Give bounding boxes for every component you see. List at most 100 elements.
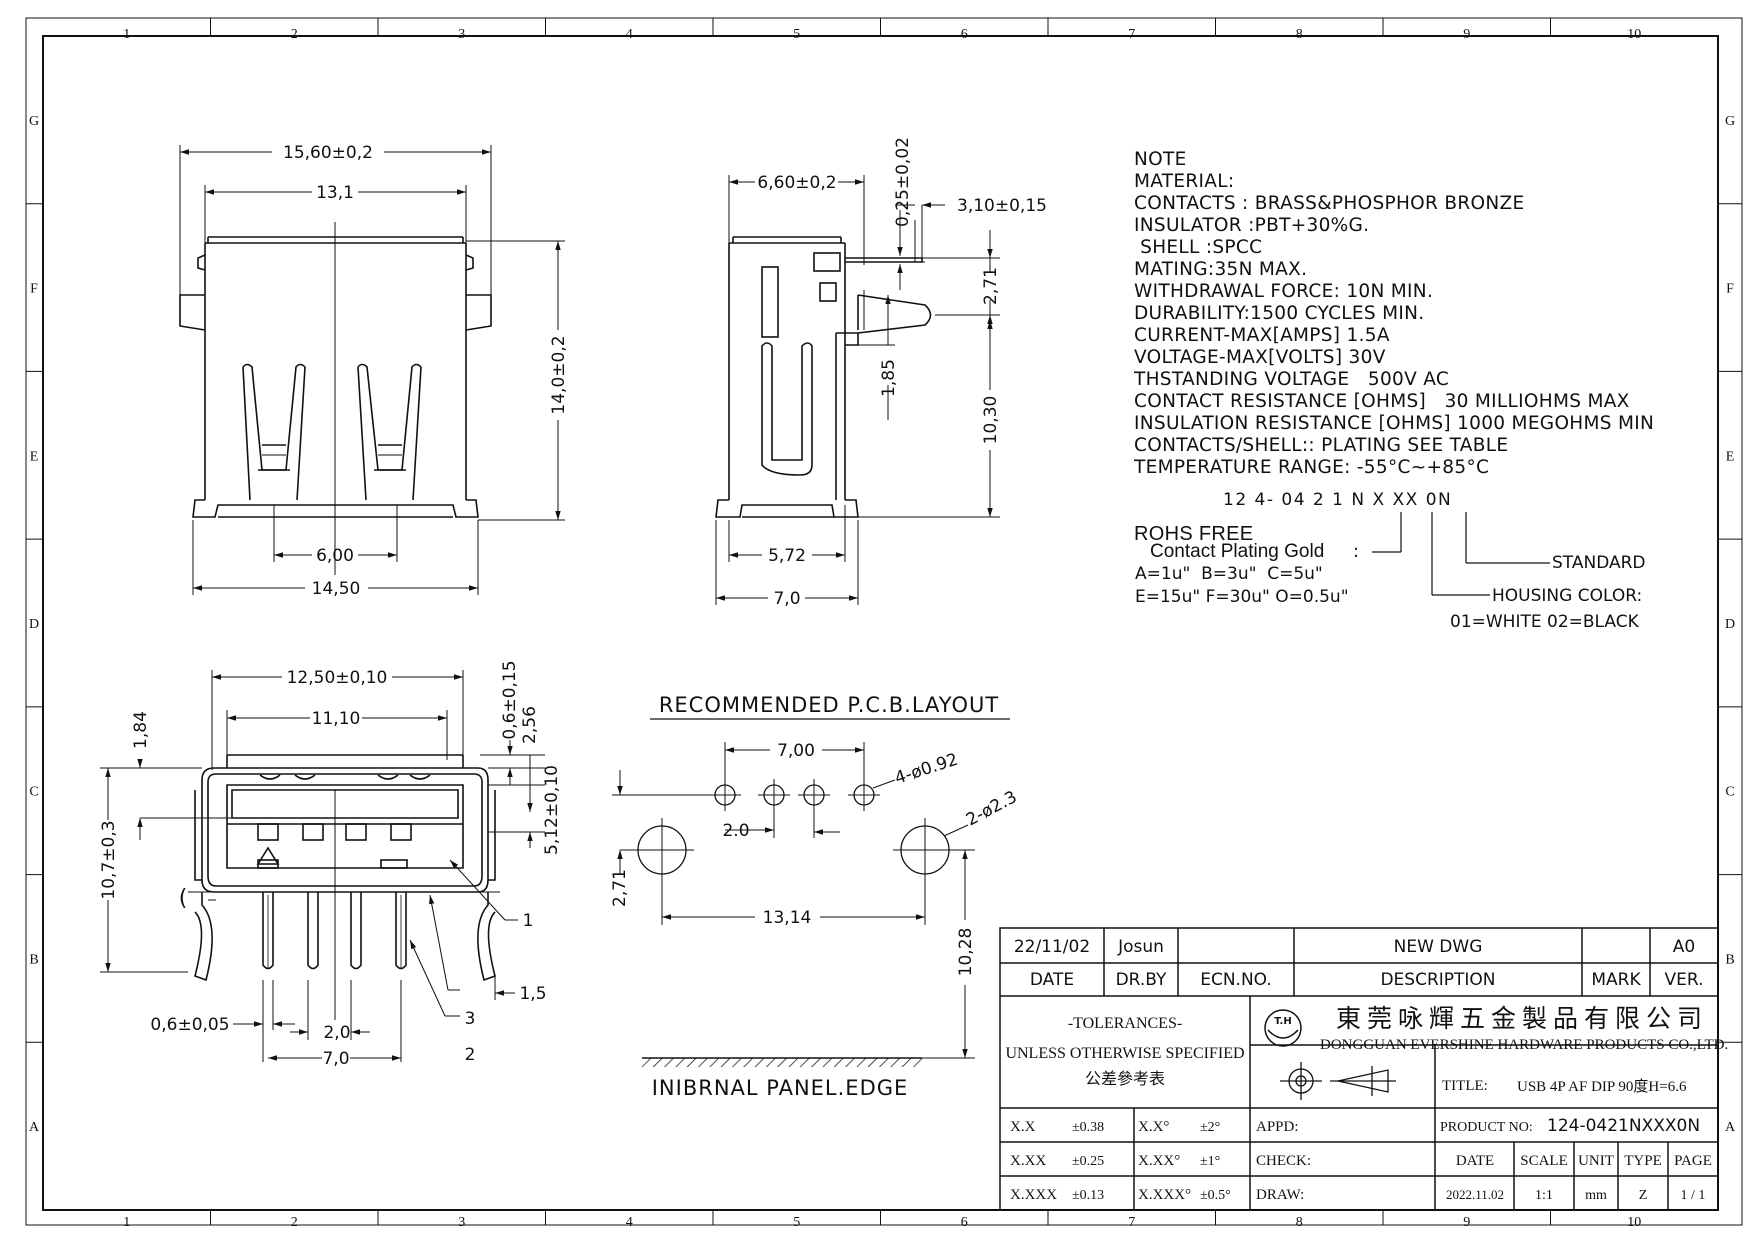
header-version: VER. [1665, 970, 1704, 990]
end-view-dims [100, 670, 545, 1062]
pcb-layout-dims [612, 742, 975, 1059]
dim-end-tongue-height: 5,12±0,10 [542, 765, 562, 855]
callout-2: 2 [465, 1045, 476, 1065]
dim-side-foot-inner: 5,72 [768, 546, 806, 566]
company-logo-text: T.H [1274, 1016, 1291, 1027]
zone-row-label: A [1725, 1120, 1736, 1135]
dim-front-contact-spacing: 6,00 [316, 546, 354, 566]
zone-column-label: 3 [458, 27, 465, 42]
dim-end-width-outer: 12,50±0,10 [287, 668, 388, 688]
company-name-chinese: 東莞咏輝五金製品有限公司 [1336, 1004, 1708, 1033]
footer-page-label: PAGE [1674, 1153, 1712, 1169]
company-logo [1264, 1009, 1302, 1047]
dim-pcb-large-holes: 2-ø2.3 [963, 787, 1020, 830]
note-line: MATERIAL: [1134, 171, 1235, 192]
dim-pcb-pitch: 2.0 [722, 821, 749, 841]
note-line: VOLTAGE-MAX[VOLTS] 30V [1134, 347, 1386, 368]
tolerances-heading: -TOLERANCES- [1068, 1015, 1182, 1032]
dim-pcb-small-holes: 4-ø0.92 [892, 750, 960, 789]
zone-column-label: 2 [291, 1215, 298, 1230]
zone-column-label: 6 [961, 1215, 968, 1230]
dim-front-height: 14,0±0,2 [549, 335, 569, 414]
check-label: CHECK: [1256, 1153, 1311, 1169]
note-line: CURRENT-MAX[AMPS] 1.5A [1134, 325, 1390, 346]
dim-front-width-total: 15,60±0,2 [283, 143, 373, 163]
side-view [715, 236, 932, 518]
callout-3: 3 [465, 1009, 476, 1029]
company-name-english: DONGGUAN EVERSHINE HARDWARE PRODUCTS CO.… [1320, 1037, 1728, 1053]
zone-column-label: 8 [1296, 1215, 1303, 1230]
zone-row-label: G [1725, 114, 1735, 129]
dim-end-shell-thickness: 0,6±0,15 [500, 660, 520, 739]
title-value: USB 4P AF DIP 90度H=6.6 [1517, 1078, 1687, 1095]
product-no-label: PRODUCT NO: [1440, 1120, 1533, 1135]
title-block-grid [999, 927, 1719, 1211]
footer-date-value: 2022.11.02 [1446, 1187, 1504, 1202]
header-mark: MARK [1591, 970, 1641, 990]
zone-column-label: 10 [1627, 1215, 1641, 1230]
tol-row-3-b: ±0.13 [1072, 1188, 1104, 1203]
note-line: SHELL :SPCC [1134, 237, 1263, 258]
zone-column-label: 4 [626, 27, 633, 42]
note-line: THSTANDING VOLTAGE 500V AC [1134, 369, 1450, 390]
footer-type-label: TYPE [1624, 1153, 1662, 1169]
drawing-frame [25, 17, 1743, 1226]
note-line: NOTE [1134, 149, 1187, 170]
dim-end-leg-offset: 1,5 [519, 984, 546, 1004]
part-code: 12 4- 04 2 1 N X XX 0N [1223, 490, 1452, 510]
projection-symbol [1280, 1062, 1396, 1100]
revision-date: 22/11/02 [1014, 937, 1090, 957]
contact-plating-colon: : [1353, 541, 1359, 562]
dim-pcb-row-offset: 2,71 [610, 869, 630, 907]
tolerances-note: UNLESS OTHERWISE SPECIFIED [1005, 1045, 1244, 1062]
header-description: DESCRIPTION [1380, 970, 1495, 990]
dim-side-lower-height: 10,30 [981, 396, 1001, 445]
side-view-dims [715, 175, 1000, 605]
title-label: TITLE: [1442, 1078, 1488, 1094]
dim-pcb-large-span: 13,14 [763, 908, 812, 928]
front-view-dims [179, 145, 565, 595]
housing-color-label: HOUSING COLOR: [1492, 586, 1642, 606]
dim-end-top-offset: 1,84 [131, 711, 151, 749]
zone-column-label: 2 [291, 27, 298, 42]
note-line: INSULATION RESISTANCE [OHMS] 1000 MEGOHM… [1134, 413, 1655, 434]
footer-page-value: 1 / 1 [1681, 1188, 1706, 1203]
dim-end-pin-pitch: 2,0 [323, 1023, 350, 1043]
zone-row-label: C [1725, 785, 1734, 800]
panel-edge-hatch [642, 1058, 922, 1067]
tol-row-2-b: ±0.25 [1072, 1154, 1104, 1169]
dim-side-pin-length: 3,10±0,15 [957, 196, 1047, 216]
note-line: WITHDRAWAL FORCE: 10N MIN. [1134, 281, 1434, 302]
tol-row-3-c: X.XXX° [1138, 1187, 1191, 1203]
zone-row-label: D [29, 617, 39, 632]
footer-scale-value: 1:1 [1535, 1188, 1553, 1203]
zone-row-label: G [29, 114, 39, 129]
plating-options-2: E=15u" F=30u" O=0.5u" [1135, 587, 1349, 607]
product-no-value: 124-0421NXXX0N [1547, 1116, 1700, 1136]
zone-column-label: 1 [123, 1215, 130, 1230]
dim-side-pin-height: 2,71 [981, 267, 1001, 305]
pcb-layout-title: RECOMMENDED P.C.B.LAYOUT [659, 693, 999, 717]
tol-row-1-b: ±0.38 [1072, 1120, 1104, 1135]
zone-column-label: 7 [1128, 27, 1135, 42]
zone-row-label: A [29, 1120, 40, 1135]
note-line: TEMPERATURE RANGE: -55°C~+85°C [1134, 457, 1490, 478]
front-view [179, 222, 492, 575]
pcb-layout [630, 779, 957, 882]
zone-row-label: B [29, 952, 38, 967]
part-code-leaders [1372, 512, 1550, 596]
dim-side-pin-offset: 1,85 [879, 359, 899, 397]
zone-column-label: 5 [793, 27, 800, 42]
zone-column-label: 7 [1128, 1215, 1135, 1230]
dim-side-depth: 6,60±0,2 [757, 173, 836, 193]
zone-row-label: E [30, 449, 39, 464]
dim-end-pin-width: 0,6±0,05 [150, 1015, 229, 1035]
note-line: INSULATOR :PBT+30%G. [1134, 215, 1370, 236]
tol-row-1-d: ±2° [1200, 1120, 1220, 1135]
plating-options-1: A=1u" B=3u" C=5u" [1135, 564, 1323, 584]
note-line: DURABILITY:1500 CYCLES MIN. [1134, 303, 1425, 324]
panel-edge-label: INIBRNAL PANEL.EDGE [652, 1076, 909, 1100]
